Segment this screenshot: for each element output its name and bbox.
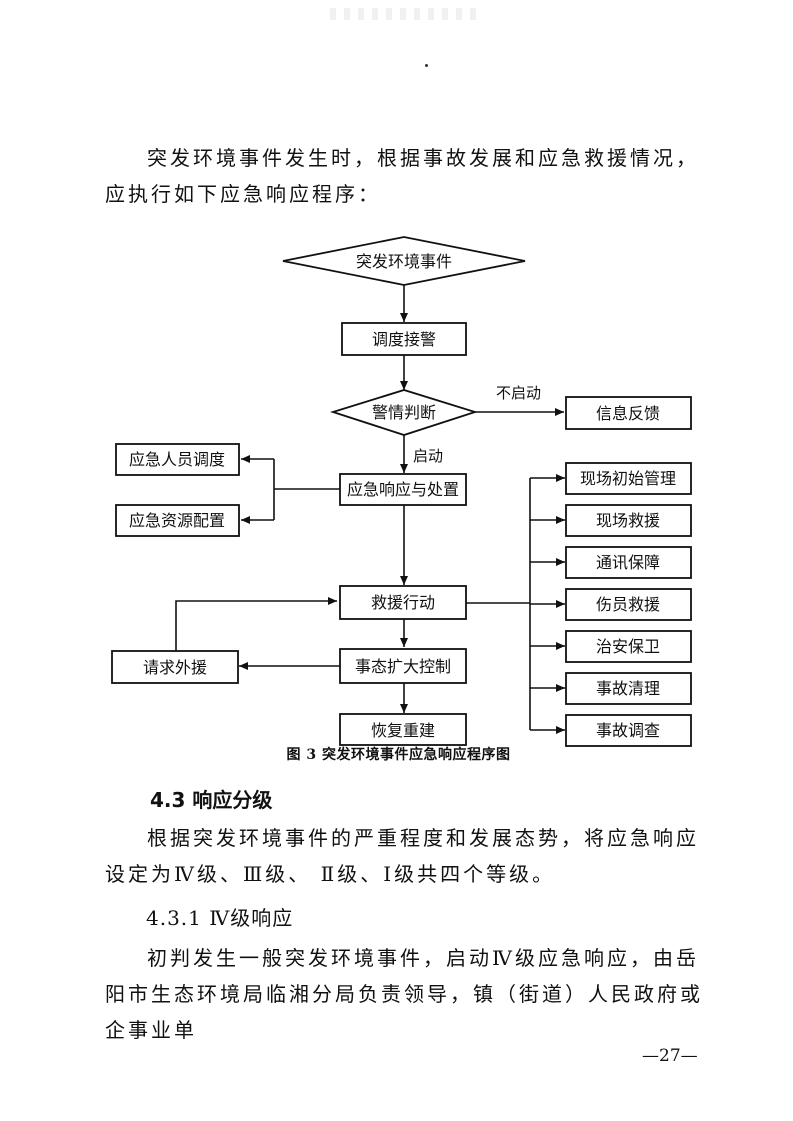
arrow-request-back-to-rescue (175, 597, 337, 651)
personnel-box (115, 443, 240, 476)
feedback-box (565, 396, 692, 430)
figure-caption: 图 3 突发环境事件应急响应程序图 (286, 747, 511, 763)
request-aid-label: 请求外援 (143, 658, 207, 677)
resources-box (115, 504, 240, 537)
rescue-action-label: 救援行动 (371, 593, 435, 612)
right-box-1 (565, 462, 692, 495)
expand-control-label: 事态扩大控制 (355, 657, 451, 676)
section-4-3-heading: 4.3 响应分级 (150, 788, 273, 812)
right-label-6: 事故清理 (596, 679, 660, 698)
right-box-6 (565, 672, 692, 705)
resources-label: 应急资源配置 (129, 511, 225, 530)
response-label: 应急响应与处置 (347, 480, 459, 499)
scan-artifact (330, 8, 480, 20)
response-box (339, 473, 467, 506)
judge-label: 警情判断 (372, 403, 436, 422)
personnel-label: 应急人员调度 (129, 450, 225, 469)
right-label-1: 现场初始管理 (580, 469, 676, 488)
response-flowchart: 突发环境事件 调度接警 警情判断 不启动 信息反馈 启动 应急响应与处置 应急人… (111, 236, 692, 747)
right-box-2 (565, 504, 692, 537)
scan-dot (425, 64, 428, 67)
right-box-7 (565, 714, 692, 747)
start-event-label: 突发环境事件 (356, 252, 452, 271)
dispatch-label: 调度接警 (372, 330, 436, 349)
judge-diamond (330, 389, 478, 436)
start-label: 启动 (413, 447, 443, 465)
right-label-7: 事故调查 (596, 721, 660, 740)
rescue-action-box (339, 585, 467, 620)
feedback-label: 信息反馈 (596, 404, 660, 423)
recovery-label: 恢复重建 (371, 721, 435, 740)
right-box-5 (565, 630, 692, 663)
right-label-2: 现场救援 (596, 511, 660, 530)
start-event-diamond (282, 236, 526, 286)
expand-control-box (339, 648, 467, 684)
section-4-3-1-body: 初判发生一般突发环境事件，启动Ⅳ级应急响应，由岳阳市生态环境局临湘分局负责领导，… (105, 946, 703, 1042)
right-label-3: 通讯保障 (596, 553, 660, 572)
right-label-4: 伤员救援 (596, 595, 660, 614)
right-box-4 (565, 588, 692, 621)
intro-paragraph: 突发环境事件发生时，根据事故发展和应急救援情况，应执行如下应急响应程序： (105, 146, 699, 206)
page-number: —27— (642, 1046, 698, 1066)
right-label-5: 治安保卫 (596, 637, 660, 656)
request-aid-box (111, 650, 239, 684)
section-4-3-body: 根据突发环境事件的严重程度和发展态势，将应急响应设定为Ⅳ级、Ⅲ级、 Ⅱ级、Ⅰ级共… (105, 826, 699, 886)
no-start-label: 不启动 (496, 384, 541, 402)
section-4-3-1-heading: 4.3.1 Ⅳ级响应 (146, 906, 294, 930)
recovery-box (339, 713, 467, 746)
right-box-3 (565, 546, 692, 579)
dispatch-box (341, 322, 467, 356)
